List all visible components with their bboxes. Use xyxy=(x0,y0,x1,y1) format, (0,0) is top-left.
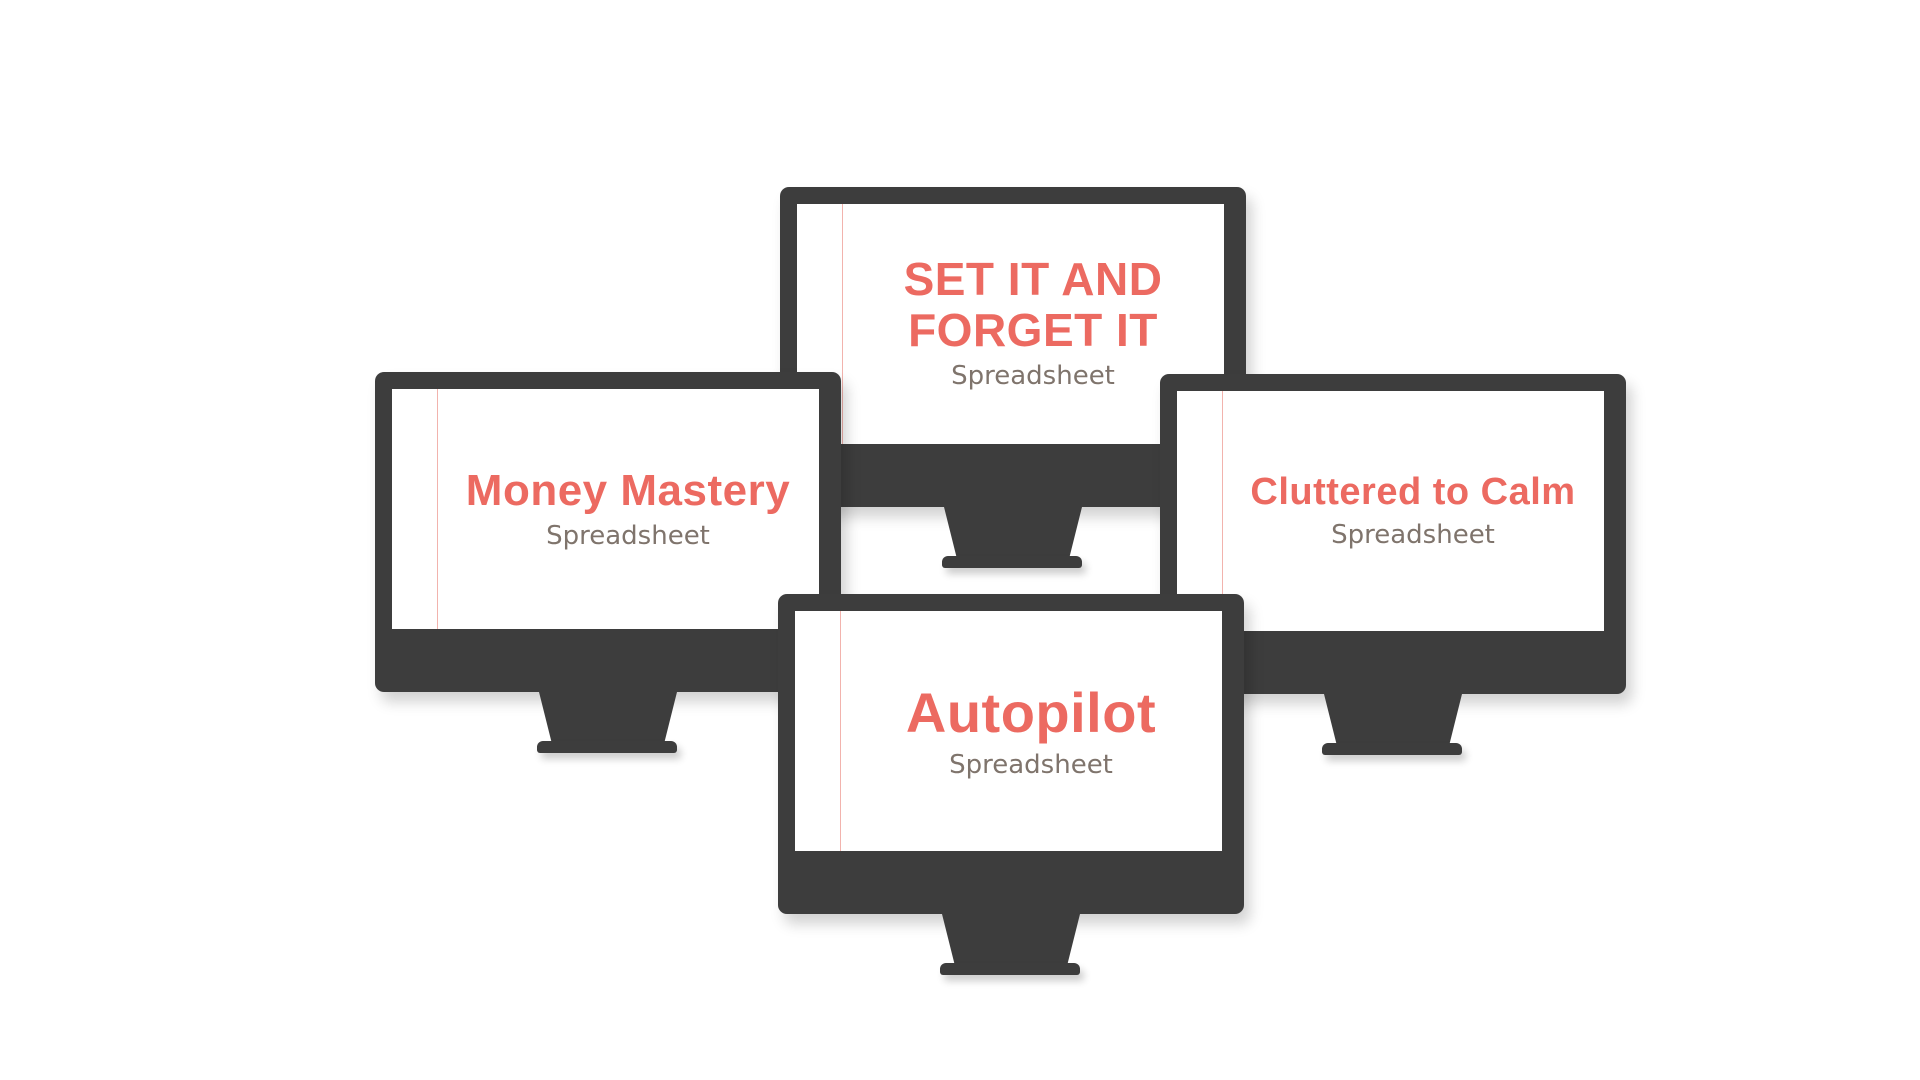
title-line-1: Money Mastery xyxy=(465,465,791,515)
monitor-stand-base xyxy=(940,963,1080,975)
margin-line xyxy=(842,204,843,444)
title-line-2: FORGET IT xyxy=(908,303,1158,356)
monitor-stand-base xyxy=(1322,743,1462,755)
margin-line xyxy=(1222,391,1223,631)
monitor-screen: Money Mastery Spreadsheet xyxy=(392,389,819,629)
monitor-screen: Autopilot Spreadsheet xyxy=(795,611,1222,851)
monitor-stand-base xyxy=(942,556,1082,568)
monitor-money-mastery: Money Mastery Spreadsheet xyxy=(375,372,841,765)
screen-text: Cluttered to Calm Spreadsheet xyxy=(1222,391,1604,631)
monitor-neck xyxy=(1324,694,1462,750)
monitor-neck xyxy=(944,507,1082,563)
monitor-neck xyxy=(942,914,1080,970)
title-line-1: Cluttered to Calm xyxy=(1250,471,1576,514)
monitor-subtitle: Spreadsheet xyxy=(546,521,710,552)
margin-line xyxy=(840,611,841,851)
monitor-title: Cluttered to Calm xyxy=(1250,471,1576,514)
monitor-title: Money Mastery xyxy=(465,465,791,515)
title-line-1: Autopilot xyxy=(905,681,1157,745)
monitor-autopilot: Autopilot Spreadsheet xyxy=(778,594,1244,987)
monitor-screen: SET IT AND FORGET IT Spreadsheet xyxy=(797,204,1224,444)
monitor-subtitle: Spreadsheet xyxy=(949,749,1113,780)
screen-text: Money Mastery Spreadsheet xyxy=(437,389,819,629)
title-line-1: SET IT AND xyxy=(903,253,1163,305)
screen-text: Autopilot Spreadsheet xyxy=(840,611,1222,851)
monitor-stand-base xyxy=(537,741,677,753)
monitor-set-it-and-forget-it: SET IT AND FORGET IT Spreadsheet xyxy=(780,187,1246,580)
monitor-neck xyxy=(539,692,677,748)
screen-text: SET IT AND FORGET IT Spreadsheet xyxy=(842,204,1224,444)
monitor-screen: Cluttered to Calm Spreadsheet xyxy=(1177,391,1604,631)
monitor-title: Autopilot xyxy=(906,682,1156,744)
margin-line xyxy=(437,389,438,629)
monitor-subtitle: Spreadsheet xyxy=(951,361,1115,392)
monitor-subtitle: Spreadsheet xyxy=(1331,519,1495,550)
monitor-title: SET IT AND FORGET IT xyxy=(904,254,1163,355)
